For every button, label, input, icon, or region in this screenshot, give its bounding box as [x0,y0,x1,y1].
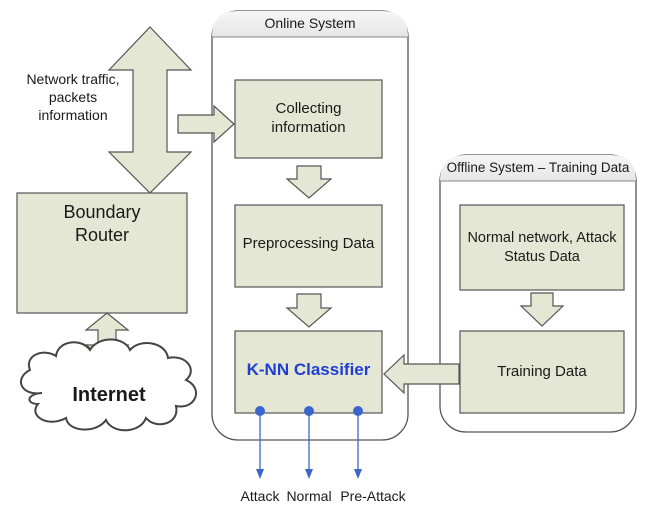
output-normal-label: Normal [286,488,332,505]
preprocessing-label: Preprocessing Data [242,234,375,252]
collecting-info-label: Collecting information [271,100,346,136]
training-to-knn-arrow [383,353,460,395]
training-data-box [459,330,625,414]
knn-classifier-box [234,330,383,414]
traffic-to-collecting-arrow [177,104,235,144]
collecting-to-preprocessing-arrow [285,165,333,199]
network-traffic-label: Network traffic, packets information [26,70,120,124]
preprocessing-box [234,204,383,288]
offline-system-title: Offline System – Training Data [446,159,630,175]
output-arrow-normal [304,406,314,479]
output-attack-label: Attack [240,488,280,505]
normal-attack-to-training-arrow [519,292,565,327]
preprocessing-to-knn-arrow [285,293,333,328]
training-data-label: Training Data [497,362,587,380]
knn-classifier-label: K-NN Classifier [246,360,371,380]
normal-attack-label: Normal network, Attack Status Data [467,230,617,265]
internet-label: Internet [72,383,146,406]
normal-attack-box [459,204,625,291]
online-system-title: Online System [264,15,356,32]
boundary-router-label: Boundary Router [63,201,141,245]
output-arrow-attack [255,406,265,479]
output-pre-attack-label: Pre-Attack [340,488,406,505]
boundary-router-box [16,192,188,314]
output-arrow-pre-attack [353,406,363,479]
internet-cloud [19,338,198,432]
collecting-info-box [234,79,383,159]
